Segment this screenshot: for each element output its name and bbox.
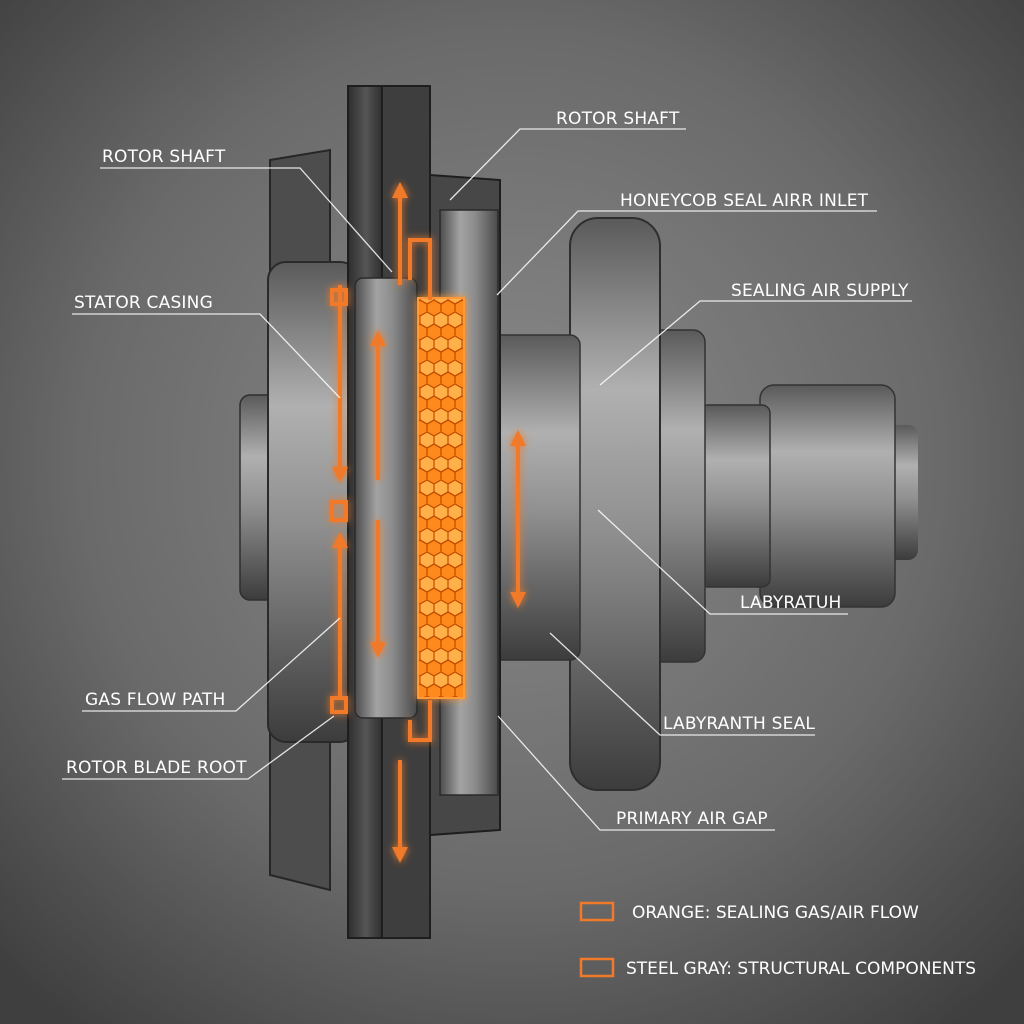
shaft-end-section (759, 384, 896, 608)
shaft-assembly (484, 217, 918, 791)
label-labyranth-seal: LABYRANTH SEAL (663, 714, 815, 734)
label-rotor-shaft-left: ROTOR SHAFT (102, 147, 226, 167)
leader-rotor-shaft-top (449, 128, 686, 201)
callouts: ROTOR SHAFT ROTOR SHAFT HONEYCOB SEAL AI… (66, 109, 909, 829)
legend: ORANGE: SEALING GAS/AIR FLOW STEEL GRAY:… (579, 901, 976, 979)
label-labyratuh: LABYRATUH (740, 593, 841, 613)
label-rotor-blade-root: ROTOR BLADE ROOT (66, 758, 247, 778)
honeycomb-icon (417, 297, 465, 699)
rotor-shaft-ring (354, 277, 418, 719)
blade-root-marker-mid (330, 500, 348, 522)
leader-gas-flow-path (82, 617, 341, 712)
shaft-mid-section (699, 404, 771, 588)
label-primary-air-gap: PRIMARY AIR GAP (616, 809, 768, 829)
flow-outline-top (408, 238, 432, 300)
flow-outline-bottom (408, 700, 432, 742)
sealing-air-disc (569, 217, 661, 791)
legend-swatch-structure (579, 957, 615, 978)
leader-lines (62, 128, 912, 831)
blade-root-marker-bottom (330, 696, 348, 714)
leader-labyranth-seal (549, 632, 815, 736)
leader-rotor-shaft-left (100, 167, 393, 273)
honeycomb-seal (417, 297, 465, 699)
leader-rotor-blade-root (62, 715, 335, 780)
leader-stator-casing (72, 313, 341, 399)
leader-honeycomb-inlet (496, 210, 877, 296)
legend-text-structure: STEEL GRAY: STRUCTURAL COMPONENTS (626, 959, 976, 979)
label-gas-flow-path: GAS FLOW PATH (85, 690, 225, 710)
label-honeycomb-inlet: HONEYCOB SEAL AIRR INLET (620, 191, 869, 211)
leader-primary-air-gap (497, 715, 775, 831)
leader-labyratuh (597, 509, 848, 615)
label-stator-casing: STATOR CASING (74, 293, 213, 313)
label-sealing-air-supply: SEALING AIR SUPPLY (731, 281, 909, 301)
legend-text-flow: ORANGE: SEALING GAS/AIR FLOW (632, 903, 919, 923)
blade-root-marker-top (330, 288, 348, 306)
legend-swatch-flow (579, 901, 615, 922)
gas-flow (330, 182, 526, 863)
leader-sealing-air-supply (599, 300, 912, 386)
label-rotor-shaft-top: ROTOR SHAFT (556, 109, 680, 129)
